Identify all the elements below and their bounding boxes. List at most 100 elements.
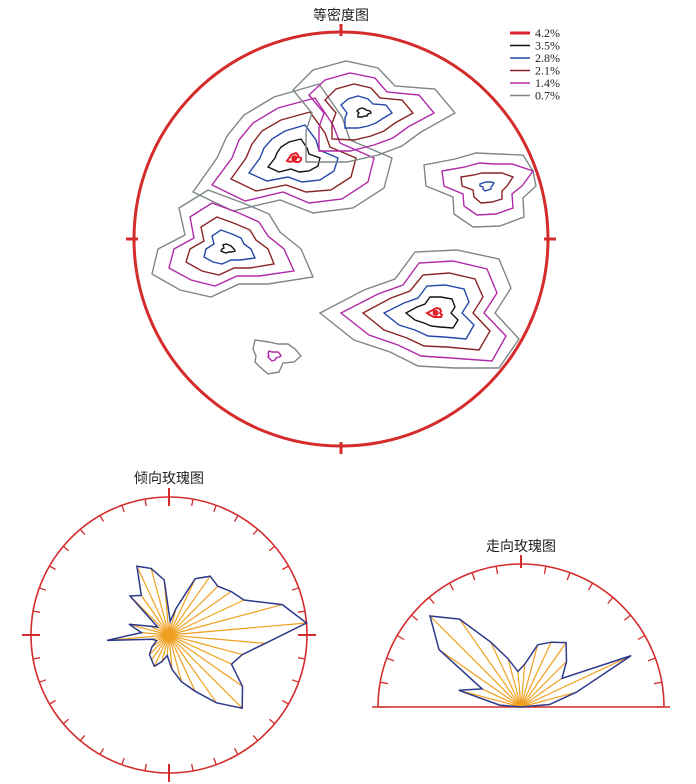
strike-ray xyxy=(520,664,526,708)
legend-label: 3.5% xyxy=(535,39,560,53)
dip-tick xyxy=(213,505,217,513)
contour-line xyxy=(203,229,257,265)
contour-line xyxy=(292,60,457,163)
dip-tick xyxy=(79,734,86,742)
contour-line xyxy=(361,272,491,351)
contour-peak xyxy=(432,309,439,316)
dip-tick xyxy=(121,505,125,513)
dip-rose-outline xyxy=(106,565,308,710)
dip-tick xyxy=(49,699,56,705)
contour-line xyxy=(324,83,415,141)
contour-line xyxy=(151,189,314,298)
strike-ray xyxy=(517,671,522,708)
dip-tick xyxy=(191,498,194,507)
dip-rose-title: 倾向玫瑰图 xyxy=(134,471,204,487)
dip-tick xyxy=(268,545,276,552)
contour-line xyxy=(220,243,237,254)
strike-tick xyxy=(380,681,389,685)
contour-line xyxy=(404,296,459,329)
strike-ray xyxy=(458,689,522,708)
dip-ray xyxy=(168,622,307,636)
strike-ray xyxy=(520,677,563,708)
dip-tick xyxy=(62,718,70,725)
contour-line xyxy=(382,284,475,340)
contour-peak xyxy=(291,155,298,162)
strike-tick xyxy=(623,614,631,621)
density-contour-chart: 等密度图 4.2%3.5%2.8%2.1%1.4%0.7% xyxy=(126,7,560,454)
contour-line xyxy=(340,95,394,129)
strike-rose-chart: 走向玫瑰图 xyxy=(372,539,670,708)
strike-tick xyxy=(587,582,594,591)
dip-tick xyxy=(291,679,299,683)
dip-ray xyxy=(151,634,170,648)
contour-line xyxy=(423,152,537,228)
strike-tick xyxy=(637,634,646,641)
dip-tick xyxy=(297,610,306,613)
contour-line xyxy=(356,107,372,118)
dip-ray xyxy=(168,634,183,682)
contour-line xyxy=(460,172,515,204)
dip-ray xyxy=(168,634,196,692)
dip-tick xyxy=(252,528,259,536)
dip-tick xyxy=(213,757,217,765)
contour-line xyxy=(210,97,375,204)
dip-ray xyxy=(161,634,170,662)
contour-line xyxy=(168,202,296,287)
contour-line xyxy=(266,138,321,173)
dip-tick xyxy=(39,587,47,591)
dip-ray xyxy=(168,634,243,656)
dip-ray xyxy=(168,634,266,644)
contour-line xyxy=(247,124,339,183)
dip-tick xyxy=(233,748,239,755)
contour-line xyxy=(185,216,275,276)
dip-tick xyxy=(121,757,125,765)
strike-rose-rays xyxy=(429,615,632,708)
dip-tick xyxy=(39,679,47,683)
contour-line xyxy=(191,83,393,214)
dip-tick xyxy=(79,528,86,536)
dip-ray xyxy=(168,634,243,709)
dip-rose-chart: 倾向玫瑰图 xyxy=(22,471,316,782)
strike-rose-outline xyxy=(428,615,632,708)
strike-tick xyxy=(386,657,395,662)
dip-ray xyxy=(168,634,217,704)
contour-line xyxy=(308,72,436,152)
dip-ray xyxy=(149,634,170,655)
dip-ray xyxy=(149,625,170,636)
dip-tick xyxy=(32,657,41,660)
dip-tick xyxy=(233,515,239,522)
strike-tick xyxy=(566,572,571,581)
dip-ray xyxy=(168,608,177,636)
dip-tick xyxy=(191,763,194,772)
contour-lines xyxy=(151,60,537,375)
strike-tick xyxy=(543,566,547,575)
dip-ray xyxy=(168,578,196,636)
dip-tick xyxy=(32,610,41,613)
dip-tick xyxy=(99,515,105,522)
strike-ray xyxy=(507,658,522,708)
dip-ray xyxy=(153,634,170,667)
dip-tick xyxy=(282,699,289,705)
contour-line xyxy=(339,260,507,362)
dip-tick xyxy=(252,734,259,742)
dip-ray xyxy=(168,634,232,665)
contour-line xyxy=(441,162,535,216)
dip-rose-ticks xyxy=(22,488,316,782)
legend-label: 0.7% xyxy=(535,89,560,103)
contour-line xyxy=(252,339,302,375)
contour-line xyxy=(318,249,520,369)
strike-tick xyxy=(411,614,419,621)
dip-ray xyxy=(168,634,173,670)
dip-ray xyxy=(168,575,211,636)
dip-ray xyxy=(168,604,283,636)
contour-line xyxy=(425,306,444,318)
contour-line xyxy=(479,181,496,192)
strike-ray xyxy=(520,655,632,708)
strike-ray xyxy=(438,649,522,708)
dip-ray xyxy=(168,599,245,636)
dip-tick xyxy=(49,565,56,571)
dip-tick xyxy=(144,763,147,772)
strike-ray xyxy=(520,644,539,708)
strike-tick xyxy=(647,657,656,662)
